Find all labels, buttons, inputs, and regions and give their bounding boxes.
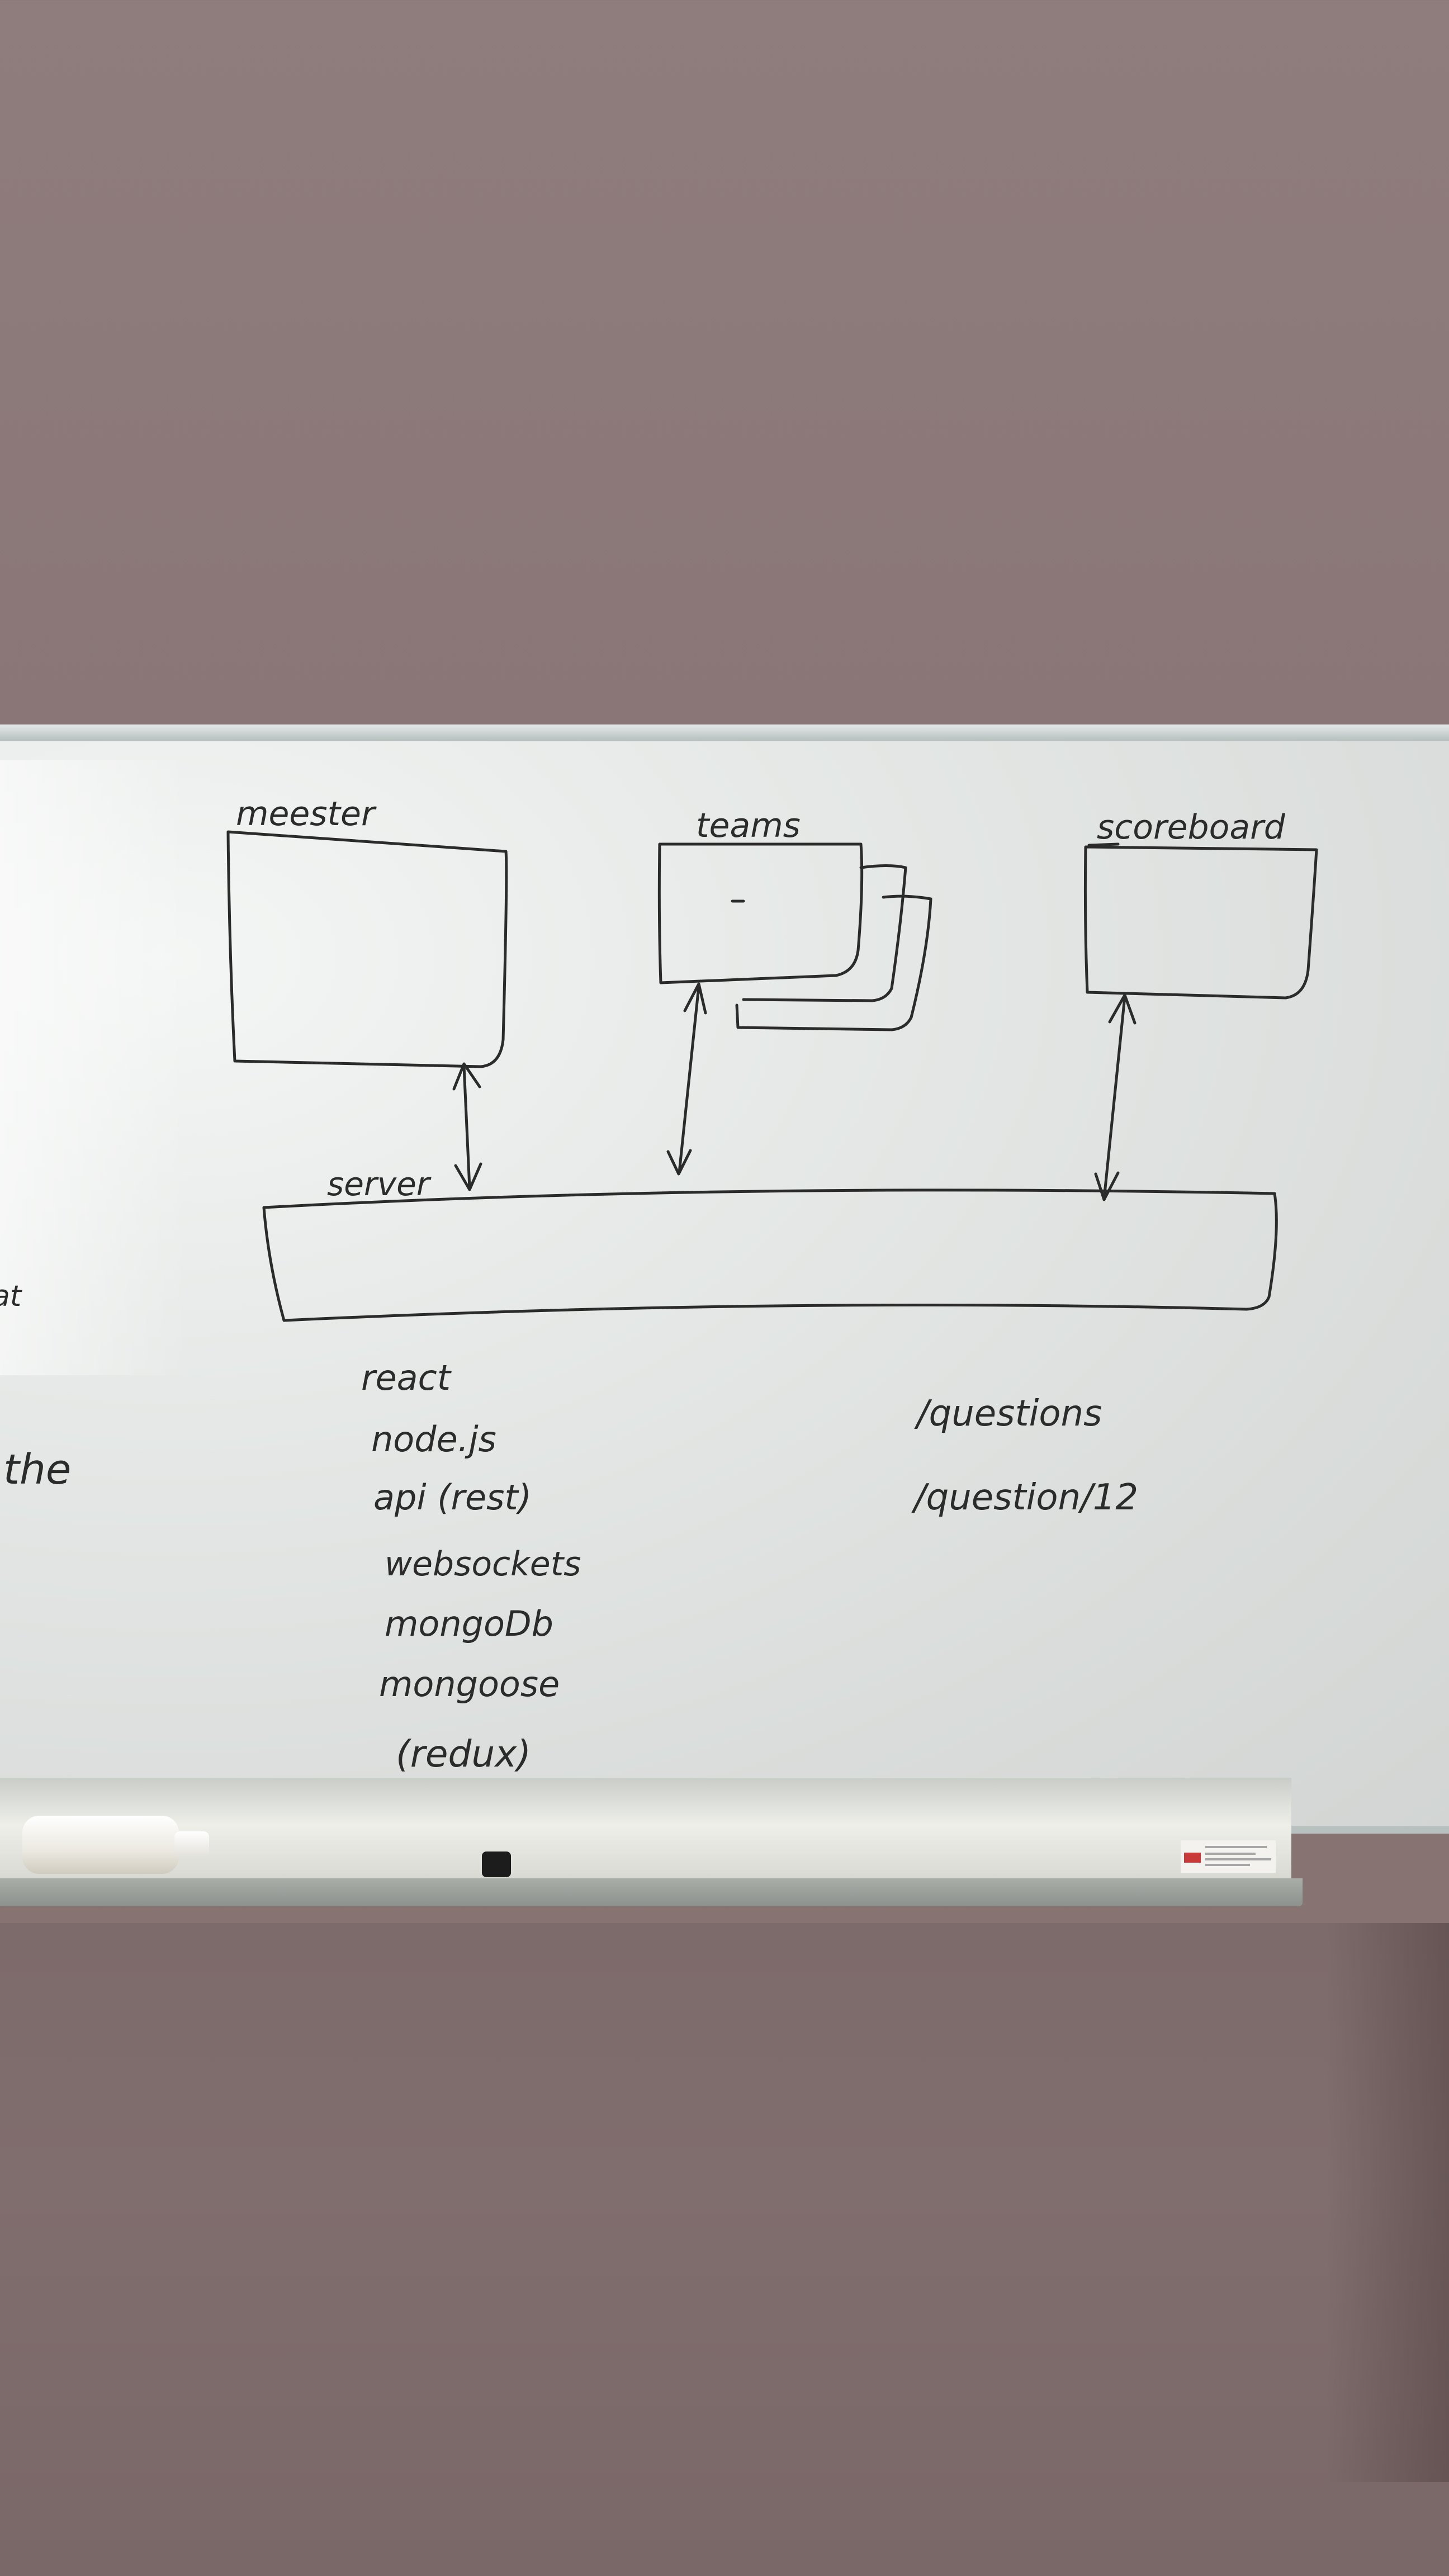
eraser-cap [174, 1831, 209, 1857]
brand-logo-icon [1184, 1853, 1201, 1863]
whiteboard-eraser [22, 1816, 179, 1874]
brand-sticker-line [1205, 1858, 1271, 1860]
teams-box-back-1 [742, 864, 907, 1002]
tech-stack-item: (redux) [396, 1732, 531, 1775]
brand-sticker [1181, 1840, 1276, 1873]
tray-back [0, 1778, 1291, 1884]
tech-stack-item: react [361, 1357, 452, 1398]
tray-magnet [482, 1852, 511, 1877]
whiteboard-surface [0, 741, 1449, 1826]
tech-stack-item: mongoose [379, 1664, 560, 1704]
tech-stack-item: api (rest) [373, 1477, 532, 1518]
brand-sticker-line [1205, 1846, 1267, 1848]
whiteboard-glare [0, 760, 190, 1375]
tech-stack-item: node.js [371, 1419, 496, 1460]
partial-text-the: the [3, 1446, 71, 1494]
master-server-arrow [452, 1062, 482, 1191]
scoreboard-label-stroke [1087, 842, 1120, 847]
teams-server-arrow [666, 982, 707, 1176]
server-label: server [327, 1165, 432, 1203]
server-box [262, 1188, 1278, 1322]
wall-lower [0, 1923, 1449, 2576]
scoreboard-server-arrow [1094, 993, 1137, 1201]
teams-box-back-2 [731, 894, 932, 1031]
brand-sticker-line [1205, 1853, 1256, 1855]
scoreboard-box [1083, 845, 1318, 1000]
route-item: /questions [914, 1393, 1102, 1434]
master-label: meester [236, 794, 377, 834]
tech-stack-item: mongoDb [385, 1603, 553, 1644]
scoreboard-label: scoreboard [1097, 808, 1286, 847]
teams-box-front [657, 842, 864, 984]
partial-text-at: at [0, 1280, 22, 1313]
teams-label: teams [696, 806, 801, 845]
brand-sticker-line [1205, 1864, 1250, 1866]
master-box [226, 830, 508, 1068]
route-item: /question/12 [911, 1477, 1138, 1518]
tray-lip [0, 1878, 1303, 1906]
marker-tray [0, 1778, 1308, 1945]
tech-stack-item: websockets [385, 1545, 581, 1584]
